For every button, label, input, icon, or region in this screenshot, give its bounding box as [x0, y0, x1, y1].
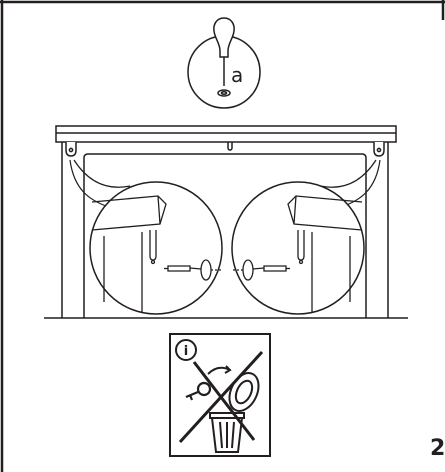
info-icon-label: i — [184, 344, 188, 359]
page-number: 2 — [430, 436, 445, 461]
key-icon — [185, 381, 212, 401]
screwdriver-icon — [213, 17, 235, 86]
screwdriver-callout: a — [187, 17, 261, 109]
detail-circle-right — [231, 181, 365, 315]
appliance-outline — [44, 125, 408, 319]
info-icon: i — [175, 339, 197, 361]
arrow-icon — [207, 365, 232, 375]
notice-box: i — [169, 333, 271, 457]
bracket-right — [373, 142, 385, 157]
zoom-leaders — [69, 159, 381, 207]
bin-lid-icon — [228, 372, 260, 412]
screw-right-icon — [232, 259, 290, 281]
screwdriver-label: a — [231, 63, 243, 87]
screw-head-icon — [217, 89, 231, 97]
cross-out-icon — [178, 350, 264, 444]
screw-left-icon — [164, 259, 222, 281]
bracket-left — [65, 142, 77, 157]
detail-circle-left — [89, 181, 223, 315]
